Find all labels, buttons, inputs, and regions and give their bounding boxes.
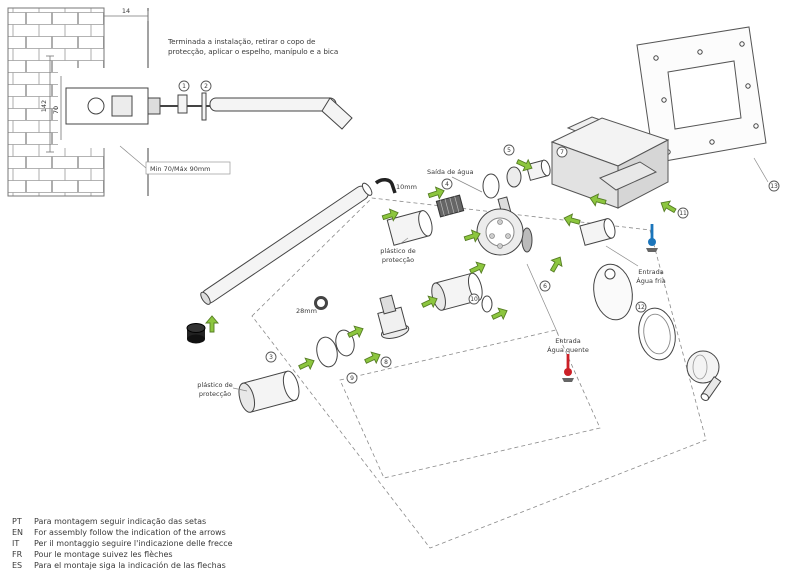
svg-text:11: 11: [679, 210, 687, 217]
instruction-line2: protecção, aplicar o espelho, manípulo e…: [168, 47, 338, 56]
o-ring-1: [316, 336, 338, 368]
cartridge: [377, 294, 410, 339]
legend-code-fr: FR: [12, 550, 23, 559]
installed-spout: [209, 97, 353, 130]
legend-code-es: ES: [12, 561, 22, 570]
label-protective-plastic-upper-1: plástico de: [380, 247, 415, 255]
sleeve: [431, 272, 483, 311]
trim-ring: [638, 307, 676, 361]
legend-text-es: Para el montaje siga la indicación de la…: [34, 560, 226, 570]
thermometer-cold-icon: [646, 224, 658, 252]
recessed-valve-body: [65, 87, 212, 125]
label-protective-plastic-lower-1: plástico de: [197, 381, 232, 389]
escutcheon-ring-2: [506, 166, 522, 188]
thermometer-hot-icon: [562, 354, 574, 382]
svg-text:4: 4: [445, 181, 449, 188]
assembly-arrow-icon: [205, 315, 219, 333]
assembly-arrow-icon: [489, 304, 511, 324]
spout: [200, 182, 373, 305]
legend-text-it: Per il montaggio seguire l'indicazione d…: [34, 539, 233, 548]
minmax-box: [145, 161, 231, 175]
svg-text:10: 10: [470, 296, 478, 303]
label-water-outlet: Saída de água: [427, 168, 474, 176]
construction-lines: [251, 197, 707, 549]
legend-text-en: For assembly follow the indication of th…: [34, 528, 226, 537]
callout-13: 13: [768, 180, 780, 192]
assembly-arrow-icon: [657, 197, 679, 217]
svg-text:6: 6: [543, 283, 547, 290]
small-ring: [481, 295, 493, 313]
label-cold-inlet-1: Entrada: [638, 268, 664, 276]
label-protective-plastic-lower-2: protecção: [199, 390, 231, 398]
dim-wall-thickness: 14: [122, 7, 130, 15]
callout-9: 9: [346, 372, 358, 384]
wall-escutcheon: [593, 263, 633, 321]
legend-code-pt: PT: [12, 517, 22, 526]
assembly-arrow-icon: [562, 211, 582, 229]
top-sleeve: [525, 159, 551, 181]
callout-8: 8: [380, 356, 392, 368]
svg-text:13: 13: [770, 183, 778, 190]
callout-2: 2: [200, 80, 212, 92]
cover-plate: [201, 92, 207, 121]
svg-text:9: 9: [350, 375, 354, 382]
svg-text:12: 12: [637, 304, 645, 311]
o-ring-2: [335, 329, 355, 357]
handle: [686, 350, 722, 401]
label-cold-inlet-2: Água fria: [636, 276, 666, 285]
assembly-arrow-icon: [546, 253, 566, 275]
callout-4: 4: [441, 178, 453, 190]
label-10mm: 10mm: [396, 183, 417, 191]
callout-10: 10: [468, 293, 480, 305]
label-hot-inlet-1: Entrada: [555, 337, 581, 345]
valve-body: [476, 196, 533, 256]
water-outlet-elbow: [374, 178, 397, 194]
assembly-arrow-icon: [296, 354, 318, 374]
threaded-adapter: [435, 194, 465, 218]
dim-depth: 70: [52, 106, 60, 114]
legend-code-en: EN: [12, 528, 23, 537]
aerator-ring: [186, 323, 206, 344]
svg-text:5: 5: [507, 147, 511, 154]
dim-height: 142: [40, 100, 48, 112]
svg-text:3: 3: [269, 354, 273, 361]
legend-code-it: IT: [12, 539, 19, 548]
instruction-line1: Terminada a instalação, retirar o copo d…: [167, 37, 316, 46]
svg-text:7: 7: [560, 149, 564, 156]
assembly-arrow-icon: [362, 348, 384, 368]
callout-5: 5: [503, 144, 515, 156]
svg-text:8: 8: [384, 359, 388, 366]
legend: PT Para montagem seguir indicação das se…: [12, 517, 233, 570]
svg-text:2: 2: [204, 83, 208, 90]
dim-range: Min 70/Máx 90mm: [150, 165, 211, 173]
retaining-ring-28mm: [314, 296, 328, 310]
escutcheon-ring-1: [482, 173, 500, 199]
label-hot-inlet-2: Água quente: [547, 345, 589, 354]
callout-3: 3: [265, 351, 277, 363]
side-cylinder: [579, 218, 616, 246]
legend-text-fr: Pour le montage suivez les flèches: [34, 549, 173, 559]
handle-piece: [177, 94, 188, 114]
instruction-note: Terminada a instalação, retirar o copo d…: [167, 37, 338, 56]
callout-12: 12: [635, 301, 647, 313]
labels: Saída de água 10mm 28mm plástico de prot…: [197, 168, 665, 398]
protective-cap-lower: [238, 370, 300, 413]
svg-text:1: 1: [182, 83, 186, 90]
label-protective-plastic-upper-2: protecção: [382, 256, 414, 264]
exploded-assembly: [186, 159, 722, 413]
callout-1: 1: [178, 80, 190, 92]
mounting-bracket: [636, 26, 769, 183]
label-28mm: 28mm: [296, 307, 317, 315]
legend-text-pt: Para montagem seguir indicação das setas: [34, 517, 206, 526]
callout-7: 7: [556, 146, 568, 158]
callouts: 1 2 3 4 5 6 7 8 9 10 11 12 13: [178, 80, 780, 384]
plaster-guard-box: [550, 116, 670, 209]
callout-11: 11: [677, 207, 689, 219]
callout-6: 6: [539, 280, 551, 292]
protective-cap-upper: [386, 210, 433, 246]
wall-cross-section: 14 142 70 Min 70/Máx 90mm: [7, 7, 353, 197]
